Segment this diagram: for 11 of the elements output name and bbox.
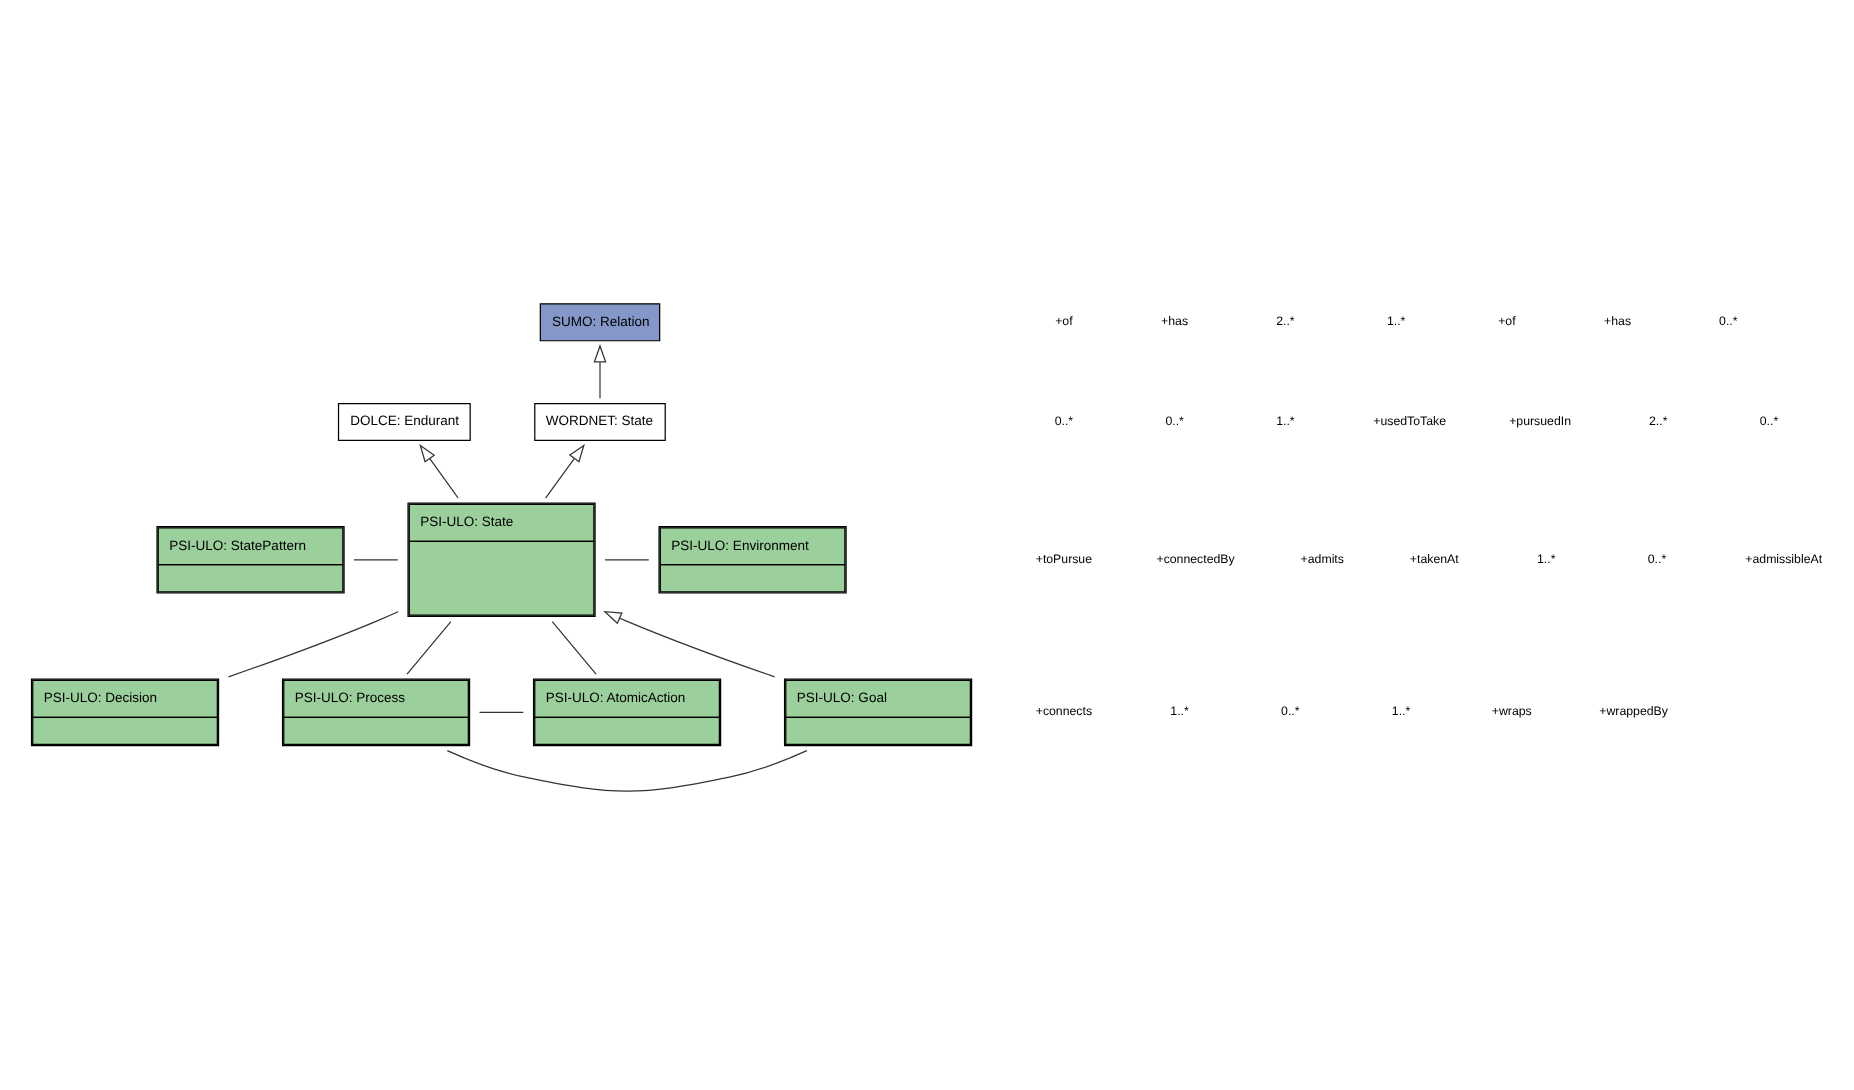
connector [353,559,399,561]
arrow [593,344,607,399]
arrow [419,443,459,499]
connector [551,621,597,675]
arrow [603,610,776,678]
connector [446,750,808,792]
arrow [545,443,585,499]
connector [604,559,650,561]
connector [227,611,399,678]
connector [478,711,524,713]
connector [406,621,452,675]
